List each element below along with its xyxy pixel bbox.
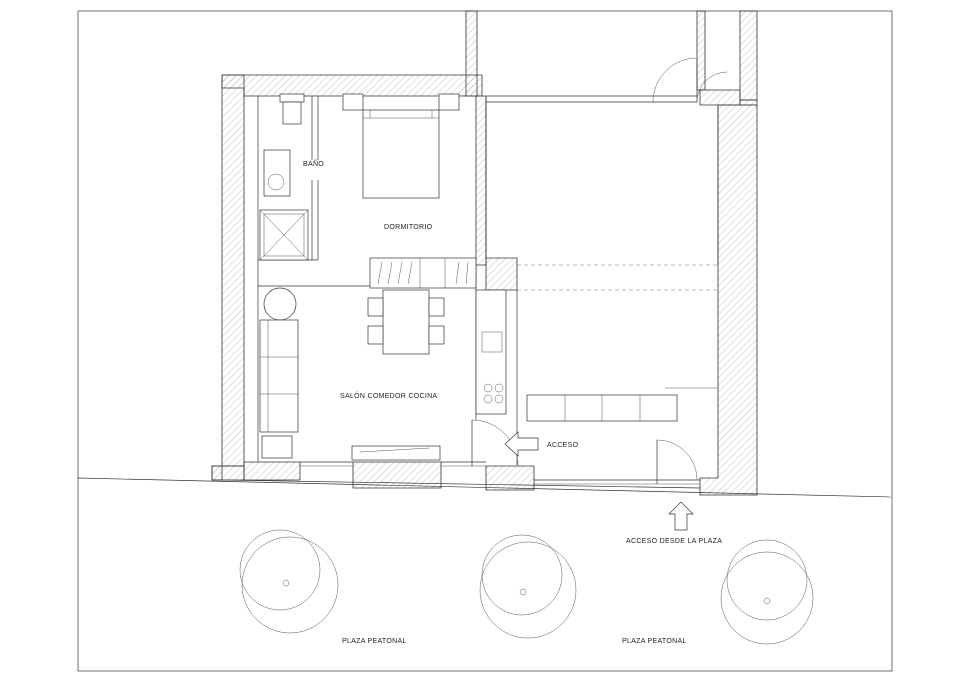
bathroom-fixtures bbox=[259, 93, 309, 261]
square-label-right: PLAZA PEATONAL bbox=[622, 638, 687, 645]
tree-left-icon bbox=[239, 529, 339, 634]
square-label-left: PLAZA PEATONAL bbox=[342, 638, 407, 645]
bedroom-furniture bbox=[342, 93, 477, 289]
bedroom-label: DORMITORIO bbox=[384, 224, 433, 231]
neighbour-walls bbox=[465, 10, 758, 106]
tree-middle-icon bbox=[479, 534, 577, 639]
living-label: SALÓN COMEDOR COCINA bbox=[340, 391, 437, 400]
right-room-furniture bbox=[526, 394, 678, 422]
entrance-doors bbox=[471, 419, 698, 484]
partitions bbox=[257, 96, 477, 462]
living-furniture bbox=[259, 287, 507, 461]
square-access-arrow-icon bbox=[668, 501, 694, 531]
drawing-frame bbox=[77, 10, 893, 672]
bathroom-label: BAÑO bbox=[303, 159, 324, 168]
apartment-walls bbox=[211, 74, 758, 496]
street-line bbox=[77, 477, 893, 498]
square-access-label: ACCESO DESDE LA PLAZA bbox=[626, 538, 722, 545]
facade-windows bbox=[221, 461, 701, 489]
entrance-arrow-icon bbox=[504, 431, 539, 457]
entrance-label: ACCESO bbox=[547, 442, 579, 449]
tree-right-icon bbox=[720, 539, 814, 645]
upper-door bbox=[652, 57, 728, 103]
